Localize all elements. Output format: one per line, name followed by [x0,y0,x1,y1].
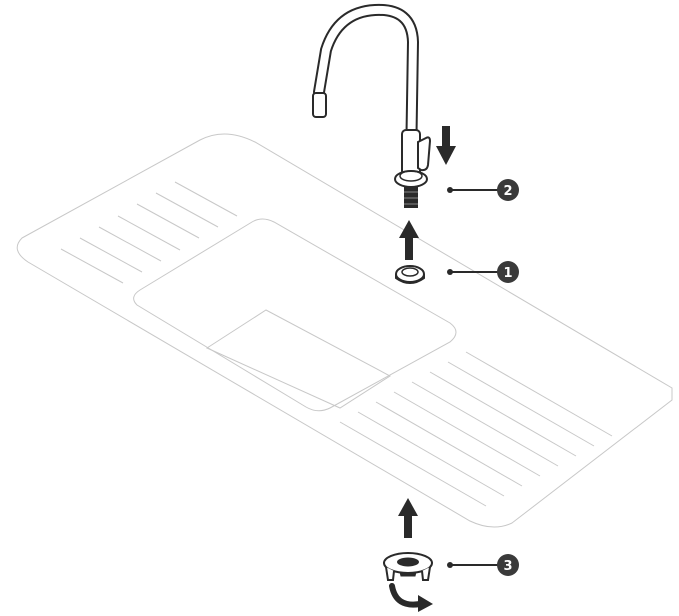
callout-badge-3: 3 [497,554,519,576]
tap-lever [417,136,432,172]
right-drainer-grooves [339,351,613,507]
rotate-arrow-icon [389,583,433,612]
sink-basin [133,218,457,412]
callout-number: 1 [503,266,512,281]
callout-number: 2 [503,184,512,199]
arrow-up-icon [398,498,418,538]
tap-threaded-stud [404,186,418,208]
mounting-ring [395,265,425,284]
sink-outline [16,133,673,528]
left-drainer-grooves [60,181,238,284]
tap-aerator [312,92,327,118]
callout-badge-2: 2 [497,179,519,201]
arrow-up-icon [399,220,419,260]
callout-badge-1: 1 [497,261,519,283]
fixing-nut [383,552,433,581]
arrow-down-icon [436,126,456,165]
sink-unit [16,133,673,528]
tap-base [394,170,428,188]
callout-leaders [447,187,498,568]
callout-number: 3 [503,559,512,574]
tap [312,3,432,208]
sink-basin-floor [205,309,391,409]
